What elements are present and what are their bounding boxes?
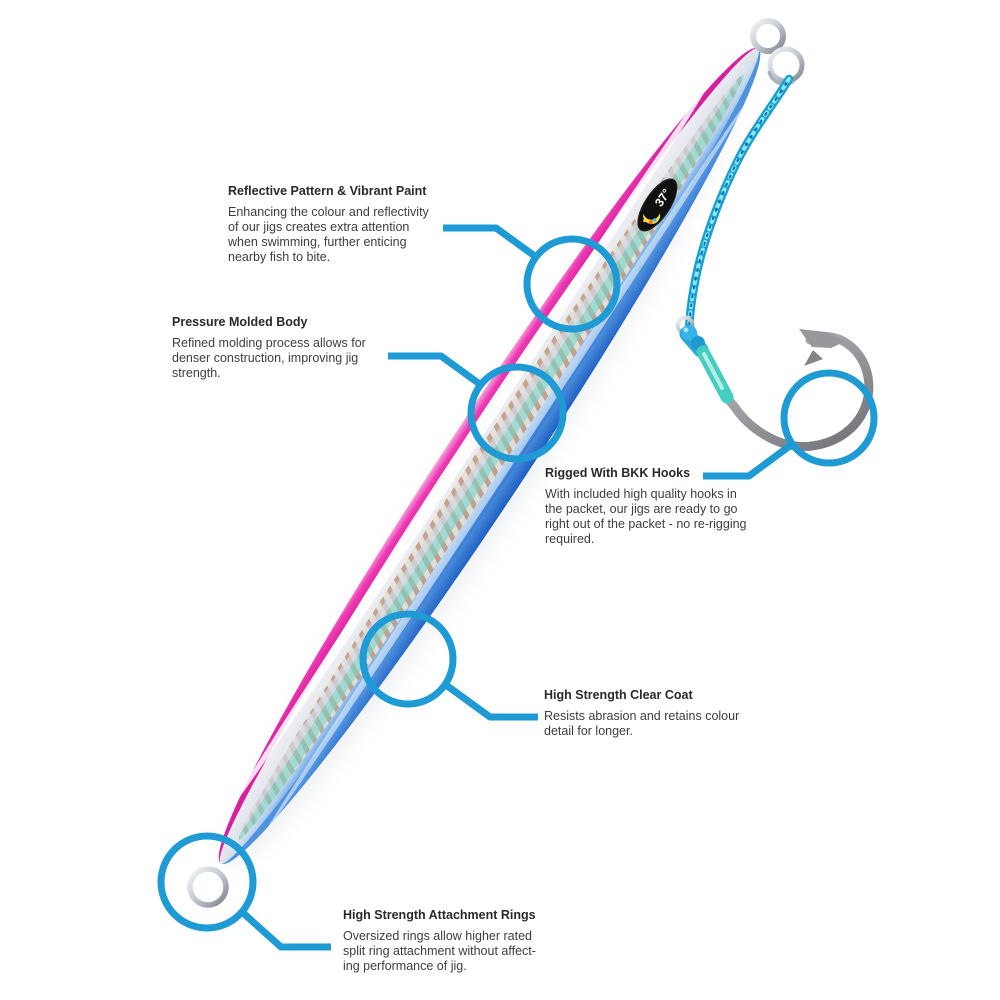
callout-title: Pressure Molded Body	[172, 315, 308, 329]
highlight-circle-pressure-molded	[467, 363, 567, 463]
callout-body: Refined molding process allows for dense…	[172, 336, 366, 380]
jig-body: 37°	[218, 47, 761, 865]
callout-title: Reflective Pattern & Vibrant Paint	[228, 184, 427, 198]
callout-body: With included high quality hooks in the …	[545, 487, 747, 546]
jig-eye-decal: 37°	[637, 178, 678, 232]
callout-line-bkk-hook	[703, 442, 794, 480]
highlight-circle-clear-coat	[359, 610, 457, 708]
callout-title: High Strength Clear Coat	[544, 688, 693, 702]
callout-body: Enhancing the colour and reflectivity of…	[228, 205, 429, 264]
bkk-hook	[675, 315, 874, 451]
annotations	[157, 224, 878, 951]
split-rings	[750, 18, 805, 86]
callout-reflective-pattern: Reflective Pattern & Vibrant Paint Enhan…	[228, 184, 478, 265]
callout-line-clear-coat	[443, 682, 538, 721]
highlight-circle-reflective-pattern	[523, 235, 621, 333]
jig-shine-streak	[233, 83, 709, 805]
welded-ring	[750, 18, 786, 54]
callout-line-pressure-molded	[388, 352, 484, 388]
tail-ring	[187, 866, 229, 908]
callout-attachment-rings: High Strength Attachment Rings Oversized…	[343, 908, 593, 974]
hook-barb	[804, 350, 823, 366]
knot-highlight	[683, 327, 689, 333]
callout-line-attachment-ring	[239, 909, 331, 951]
callout-body: Oversized rings allow higher rated split…	[343, 929, 536, 973]
callout-line-reflective-pattern	[443, 224, 539, 260]
sleeve-highlight	[702, 352, 724, 390]
highlight-circle-bkk-hook	[780, 369, 878, 467]
assist-cord	[684, 74, 794, 342]
callout-pressure-molded: Pressure Molded Body Refined molding pro…	[172, 315, 422, 381]
callout-title: High Strength Attachment Rings	[343, 908, 536, 922]
hook-point	[799, 329, 846, 348]
callout-clear-coat: High Strength Clear Coat Resists abrasio…	[544, 688, 794, 739]
jig-lower-shine	[263, 99, 749, 835]
callout-bkk-hooks: Rigged With BKK Hooks With included high…	[545, 466, 795, 547]
callout-body: Resists abrasion and retains colour deta…	[544, 709, 740, 738]
highlight-circle-attachment-ring	[157, 832, 257, 932]
callout-title: Rigged With BKK Hooks	[545, 466, 691, 480]
